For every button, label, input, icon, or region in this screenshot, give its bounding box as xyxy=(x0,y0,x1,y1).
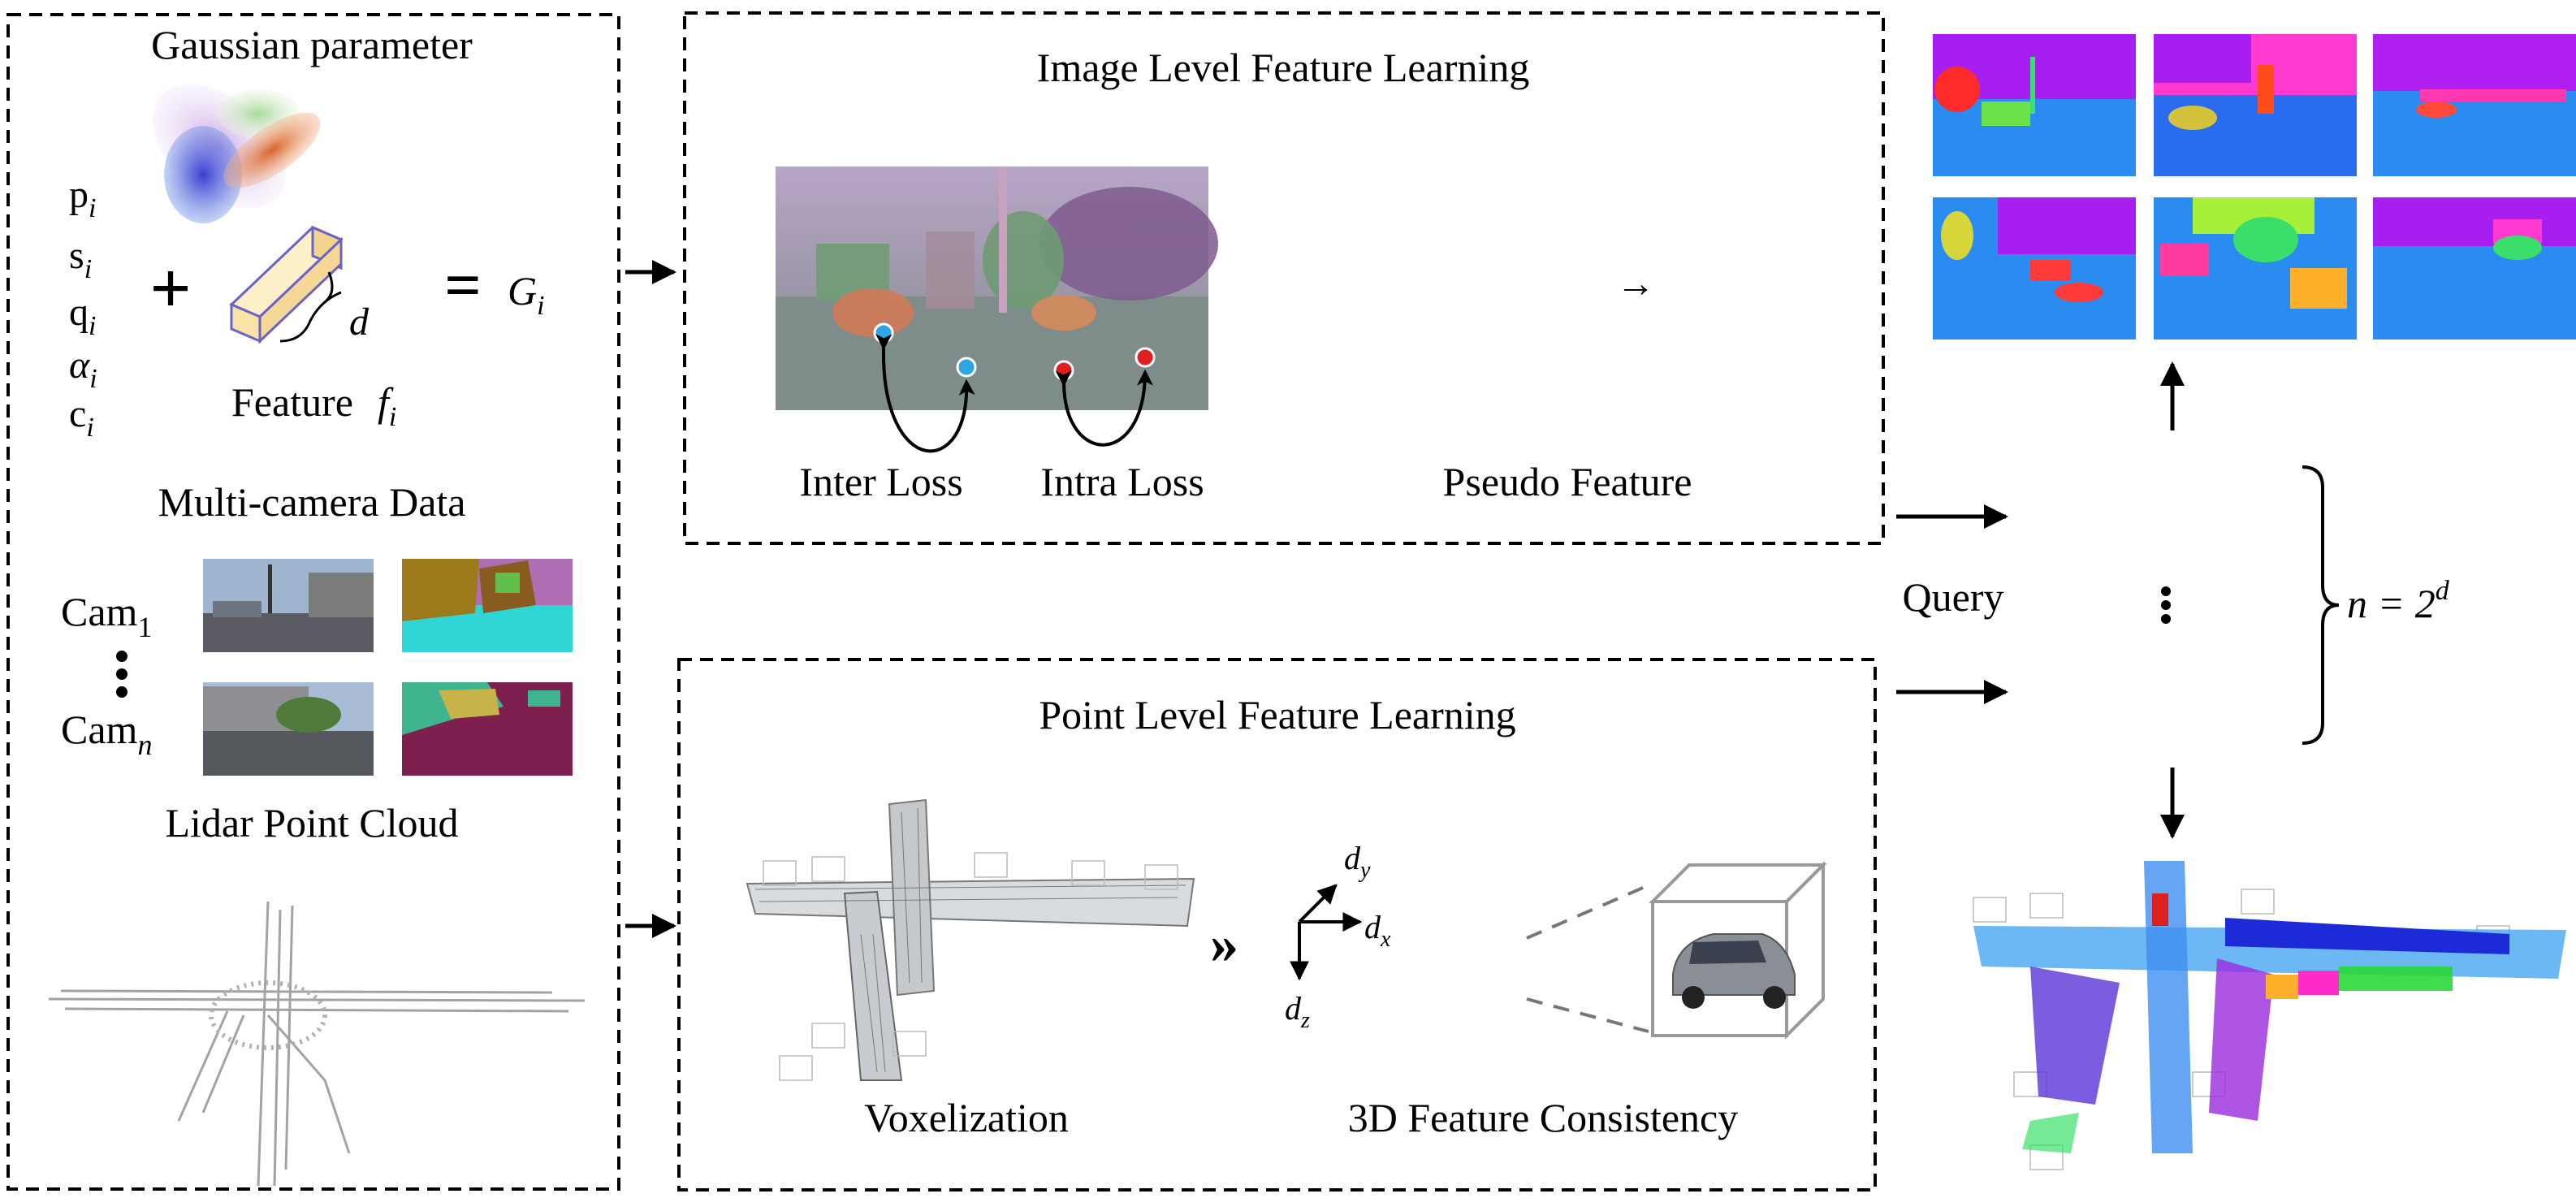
query-label: Query xyxy=(1903,574,2004,620)
segmentation-image-1 xyxy=(402,559,573,652)
gaussian-ellipsoids xyxy=(152,84,321,223)
camera-image-1 xyxy=(203,559,374,652)
segmentation-output-3 xyxy=(2373,34,2576,176)
inter-loss-point-b xyxy=(956,357,977,378)
vertical-ellipsis xyxy=(116,651,128,698)
feature-dim-label: d xyxy=(349,301,370,344)
axis-label-dz: dz xyxy=(1285,990,1310,1033)
inter-loss-point-a xyxy=(873,322,894,344)
axis-label-dy: dy xyxy=(1344,840,1371,883)
svg-text:pi: pi xyxy=(69,173,96,223)
segmentation-output-6 xyxy=(2373,197,2576,340)
voxelization-label: Voxelization xyxy=(864,1095,1069,1140)
cam-first-label: Cam1 xyxy=(61,589,152,643)
voxelized-point-cloud xyxy=(746,798,1195,1081)
zoom-lines xyxy=(1526,884,1649,1033)
intra-loss-point-b xyxy=(1135,347,1156,368)
gaussian-title: Gaussian parameter xyxy=(151,22,473,67)
svg-text:si: si xyxy=(69,234,92,284)
plus-sign: + xyxy=(149,249,191,329)
point-panel-title: Point Level Feature Learning xyxy=(1039,692,1515,737)
cam-last-label: Camn xyxy=(61,707,152,761)
car-voxel-box xyxy=(1649,861,1827,1040)
consistency-label: 3D Feature Consistency xyxy=(1348,1095,1738,1140)
segmentation-output-1 xyxy=(1933,34,2136,176)
feature-vector-box xyxy=(229,225,344,344)
equals-sign: = xyxy=(444,250,482,322)
left-panel-frame xyxy=(6,13,620,1191)
codebook-ellipsis xyxy=(2161,586,2171,624)
voxel-axes xyxy=(1290,884,1363,981)
point-panel-frame xyxy=(677,658,1877,1192)
inter-loss-label: Inter Loss xyxy=(799,459,962,504)
image-panel-title: Image Level Feature Learning xyxy=(1037,45,1530,90)
intra-loss-point-a xyxy=(1053,360,1074,381)
connector-arrows xyxy=(625,260,2185,938)
chevron-icon: » xyxy=(1210,913,1238,975)
codebook-size-label: n = 2d xyxy=(2347,576,2450,626)
image-panel-frame xyxy=(683,11,1885,545)
gaussian-result: Gi xyxy=(508,268,545,321)
intra-loss-label: Intra Loss xyxy=(1040,459,1204,504)
codebook-brace xyxy=(2302,465,2340,745)
segmented-point-cloud xyxy=(1973,861,2566,1170)
camera-image-n xyxy=(203,682,374,776)
inter-loss-arc xyxy=(875,334,975,453)
svg-text:qi: qi xyxy=(69,291,96,341)
pseudo-feature-label: Pseudo Feature xyxy=(1443,459,1692,504)
multicam-title: Multi-camera Data xyxy=(158,479,466,525)
segmentation-output-4 xyxy=(1933,197,2136,340)
lidar-point-cloud xyxy=(48,901,586,1187)
segmentation-image-n xyxy=(402,682,573,776)
svg-text:αi: αi xyxy=(69,344,97,394)
feature-render-image xyxy=(776,167,1218,410)
lidar-title: Lidar Point Cloud xyxy=(165,800,458,846)
axis-label-dx: dx xyxy=(1364,909,1391,952)
intra-loss-arc xyxy=(1055,369,1153,447)
param-list: pi si qi αi ci xyxy=(69,173,97,443)
grid-arrow: → xyxy=(1616,262,1655,305)
svg-text:ci: ci xyxy=(69,392,94,443)
segmentation-output-2 xyxy=(2154,34,2357,176)
segmentation-output-5 xyxy=(2154,197,2357,340)
